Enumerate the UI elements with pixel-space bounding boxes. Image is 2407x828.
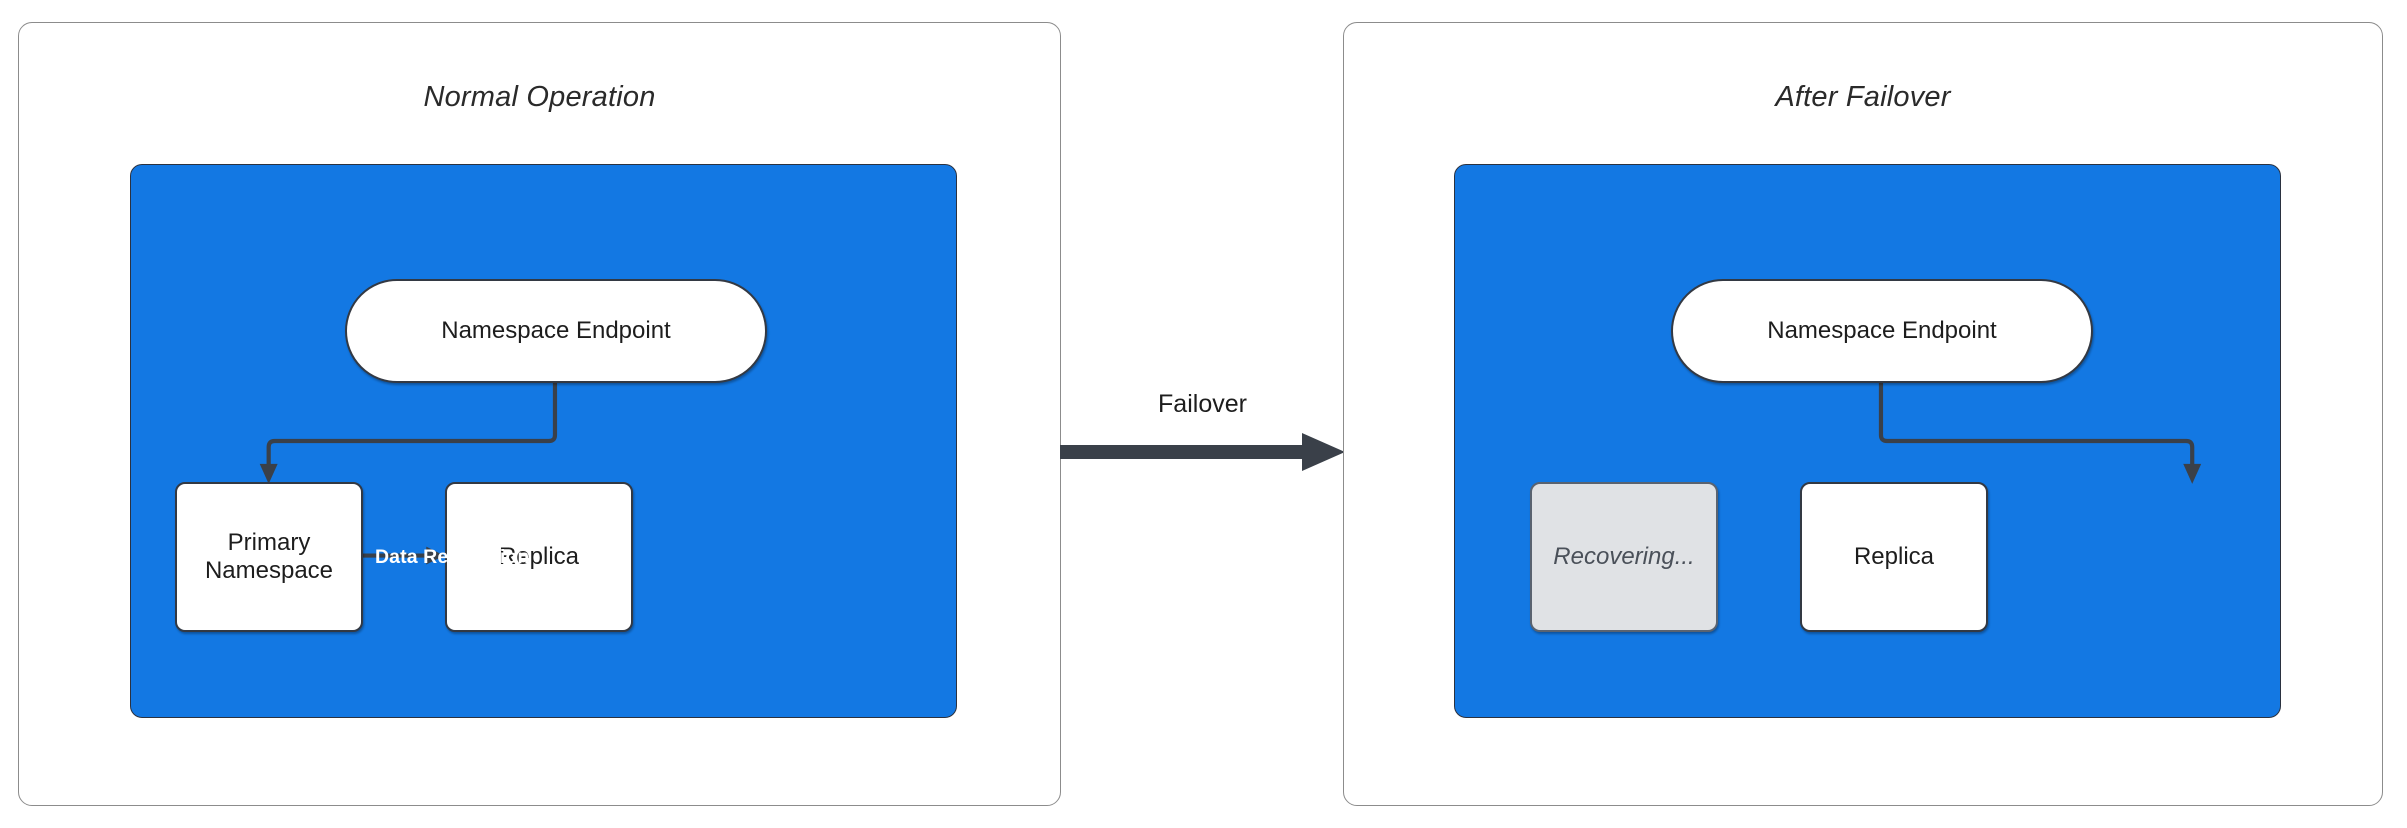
failover-label: Failover	[1158, 390, 1247, 418]
failover-arrow-icon	[1060, 433, 1345, 471]
arrowhead-endpoint-to-replica	[2183, 463, 2202, 484]
connector-endpoint-to-primary	[266, 382, 558, 471]
node-replica[interactable]: Replica	[1800, 482, 1988, 632]
node-primary-namespace[interactable]: Primary Namespace	[175, 482, 363, 632]
panel-after-failover: After Failover Namespace Endpoint Recove…	[1343, 22, 2383, 806]
connector-layer-right	[1878, 382, 2202, 484]
node-namespace-endpoint[interactable]: Namespace Endpoint	[1671, 279, 2093, 383]
node-namespace-endpoint[interactable]: Namespace Endpoint	[345, 279, 767, 383]
panel-normal-operation: Normal Operation Namespace Endpoint Prim…	[18, 22, 1061, 806]
blue-region-normal-operation: Namespace Endpoint Primary Namespace Rep…	[130, 164, 957, 718]
edge-label-data-replication: Data Replication	[375, 546, 530, 568]
node-recovering[interactable]: Recovering...	[1530, 482, 1718, 632]
panel-title-after-failover: After Failover	[1775, 81, 1951, 113]
node-primary-namespace-line1: Primary	[227, 528, 311, 556]
connector-layer-left	[259, 382, 558, 565]
blue-region-after-failover: Namespace Endpoint Recovering... Replica	[1454, 164, 2281, 718]
failover-transition: Failover	[1060, 390, 1345, 500]
node-replica[interactable]: Replica	[445, 482, 633, 632]
connector-endpoint-to-replica	[1878, 382, 2195, 471]
node-primary-namespace-line2: Namespace	[204, 557, 334, 584]
panel-title-normal-operation: Normal Operation	[423, 81, 656, 113]
arrowhead-endpoint-to-primary	[259, 463, 278, 484]
